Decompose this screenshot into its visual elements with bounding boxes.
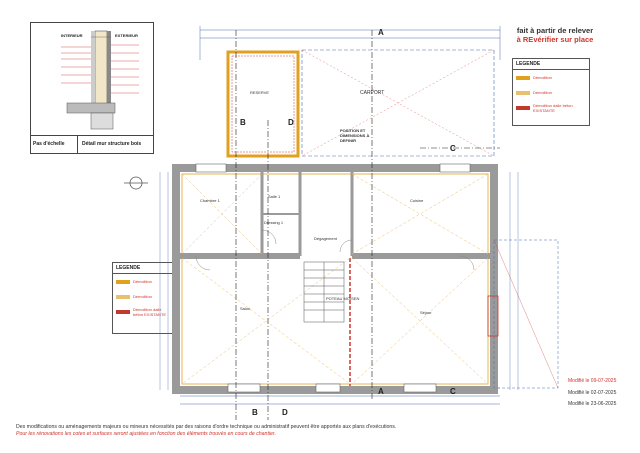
legend-top-item: Démolition (516, 88, 586, 97)
room-label-carport: CARPORT (360, 90, 385, 96)
detail-exterior-label: EXTERIEUR (115, 33, 138, 38)
room-label-degagement: Dégagement (314, 236, 337, 241)
legend-top-item-label: Démolition (533, 90, 552, 95)
legend-swatch (516, 90, 530, 95)
section-marker-d-bottom: D (282, 408, 288, 417)
wall-note: POTEAU MOISEN (326, 296, 360, 301)
section-marker-b-bottom: B (252, 408, 258, 417)
exterior-note: POSITION ET DIMENSIONS À DEFINIR (340, 128, 370, 143)
revision-1: Modifié le 09-07-2025 (568, 378, 617, 384)
legend-bottom-item-label: Démolition (133, 294, 152, 299)
survey-note: fait à partir de relever à REvérifier su… (490, 26, 620, 44)
survey-note-line-2: à REvérifier sur place (516, 35, 594, 44)
detail-caption-row: Pas d'échelle Détail mur structure bois (31, 135, 153, 154)
legend-bottom-title: LEGENDE (113, 263, 177, 274)
room-label-reserve: RESERVE (250, 90, 270, 95)
legend-bottom: LEGENDE Démolition Démolition Démolition… (112, 262, 178, 334)
footer-line-2: Pour les rénovations les cotes et surfac… (16, 431, 276, 437)
room-label-bain: Salle 1 (268, 194, 281, 199)
section-marker-a-bottom: A (378, 387, 384, 396)
room-label-cuisine: Cuisine (410, 198, 424, 203)
wall-detail-drawing (61, 30, 139, 130)
legend-swatch (116, 279, 130, 284)
section-marker-c-top: C (450, 144, 456, 153)
legend-swatch (116, 309, 130, 314)
legend-swatch (516, 105, 530, 110)
legend-top-item-label: Démolition (533, 75, 552, 80)
legend-swatch (116, 294, 130, 299)
legend-swatch (516, 75, 530, 80)
legend-bottom-item: Démolition (116, 277, 174, 286)
footer-notes: Des modifications ou aménagements majeur… (16, 424, 616, 437)
detail-scale-caption: Pas d'échelle (31, 136, 78, 154)
room-label-dressing: Dressing 1 (264, 220, 284, 225)
room-label-sejour: Séjour (420, 310, 432, 315)
room-label-chambre: Chambre 1 (200, 198, 220, 203)
section-marker-d-top: D (288, 118, 294, 127)
section-marker-c-bottom: C (450, 387, 456, 396)
legend-top: LEGENDE Démolition Démolition Démolition… (512, 58, 590, 126)
legend-bottom-item-label: Démolition dalle béton EXISTANTE (133, 306, 167, 317)
wall-detail-panel: INTERIEUR EXTERIEUR Pas d'échelle Détail… (30, 22, 154, 154)
legend-bottom-item: Démolition dalle béton EXISTANTE (116, 306, 174, 317)
section-marker-a-top: A (378, 28, 384, 37)
room-label-salon: Salon (240, 306, 251, 311)
legend-top-item: Démolition dalle béton EXISTANTE (516, 102, 586, 113)
legend-top-item: Démolition (516, 73, 586, 82)
detail-interior-label: INTERIEUR (61, 33, 83, 38)
revision-3: Modifié le 23-06-2025 (568, 401, 617, 407)
survey-note-line-1: fait à partir de relever (516, 26, 594, 35)
legend-bottom-item: Démolition (116, 292, 174, 301)
legend-bottom-item-label: Démolition (133, 279, 152, 284)
legend-top-item-label: Démolition dalle béton EXISTANTE (533, 102, 573, 113)
section-marker-b-top: B (240, 118, 246, 127)
footer-line-1: Des modifications ou aménagements majeur… (16, 424, 397, 430)
revision-2: Modifié le 02-07-2025 (568, 390, 617, 396)
legend-top-title: LEGENDE (513, 59, 589, 70)
detail-title-caption: Détail mur structure bois (82, 141, 142, 147)
revision-block: Modifié le 09-07-2025 Modifié le 02-07-2… (568, 378, 632, 407)
